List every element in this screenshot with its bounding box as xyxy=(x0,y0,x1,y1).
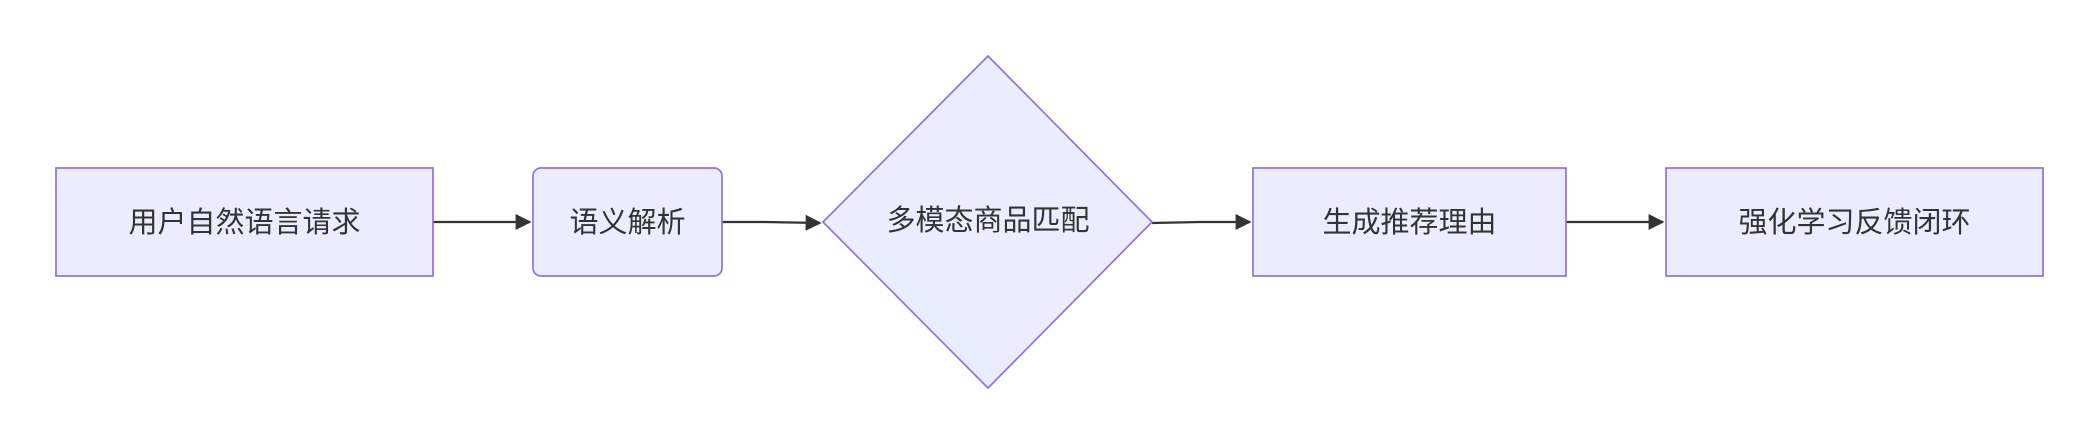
node-feedback-loop: 强化学习反馈闭环 xyxy=(1665,167,2044,277)
node-product-match-label: 多模态商品匹配 xyxy=(886,203,1089,237)
node-generate-reason-box xyxy=(1252,167,1567,277)
node-user-request: 用户自然语言请求 xyxy=(55,167,434,277)
node-semantic-parse-label: 语义解析 xyxy=(569,205,685,239)
edge-parse-to-match xyxy=(722,214,822,231)
edges xyxy=(433,214,1665,231)
node-feedback-loop-box xyxy=(1665,167,2044,277)
edge-match-to-reason xyxy=(1151,214,1252,230)
node-semantic-parse-box xyxy=(532,167,723,277)
node-product-match: 多模态商品匹配 xyxy=(821,54,1154,390)
node-product-match-diamond xyxy=(821,54,1154,390)
node-generate-reason: 生成推荐理由 xyxy=(1252,167,1567,277)
node-semantic-parse: 语义解析 xyxy=(532,167,723,277)
node-feedback-loop-label: 强化学习反馈闭环 xyxy=(1738,205,1970,239)
node-generate-reason-label: 生成推荐理由 xyxy=(1322,205,1496,239)
node-user-request-label: 用户自然语言请求 xyxy=(128,205,360,239)
node-user-request-box xyxy=(55,167,434,277)
